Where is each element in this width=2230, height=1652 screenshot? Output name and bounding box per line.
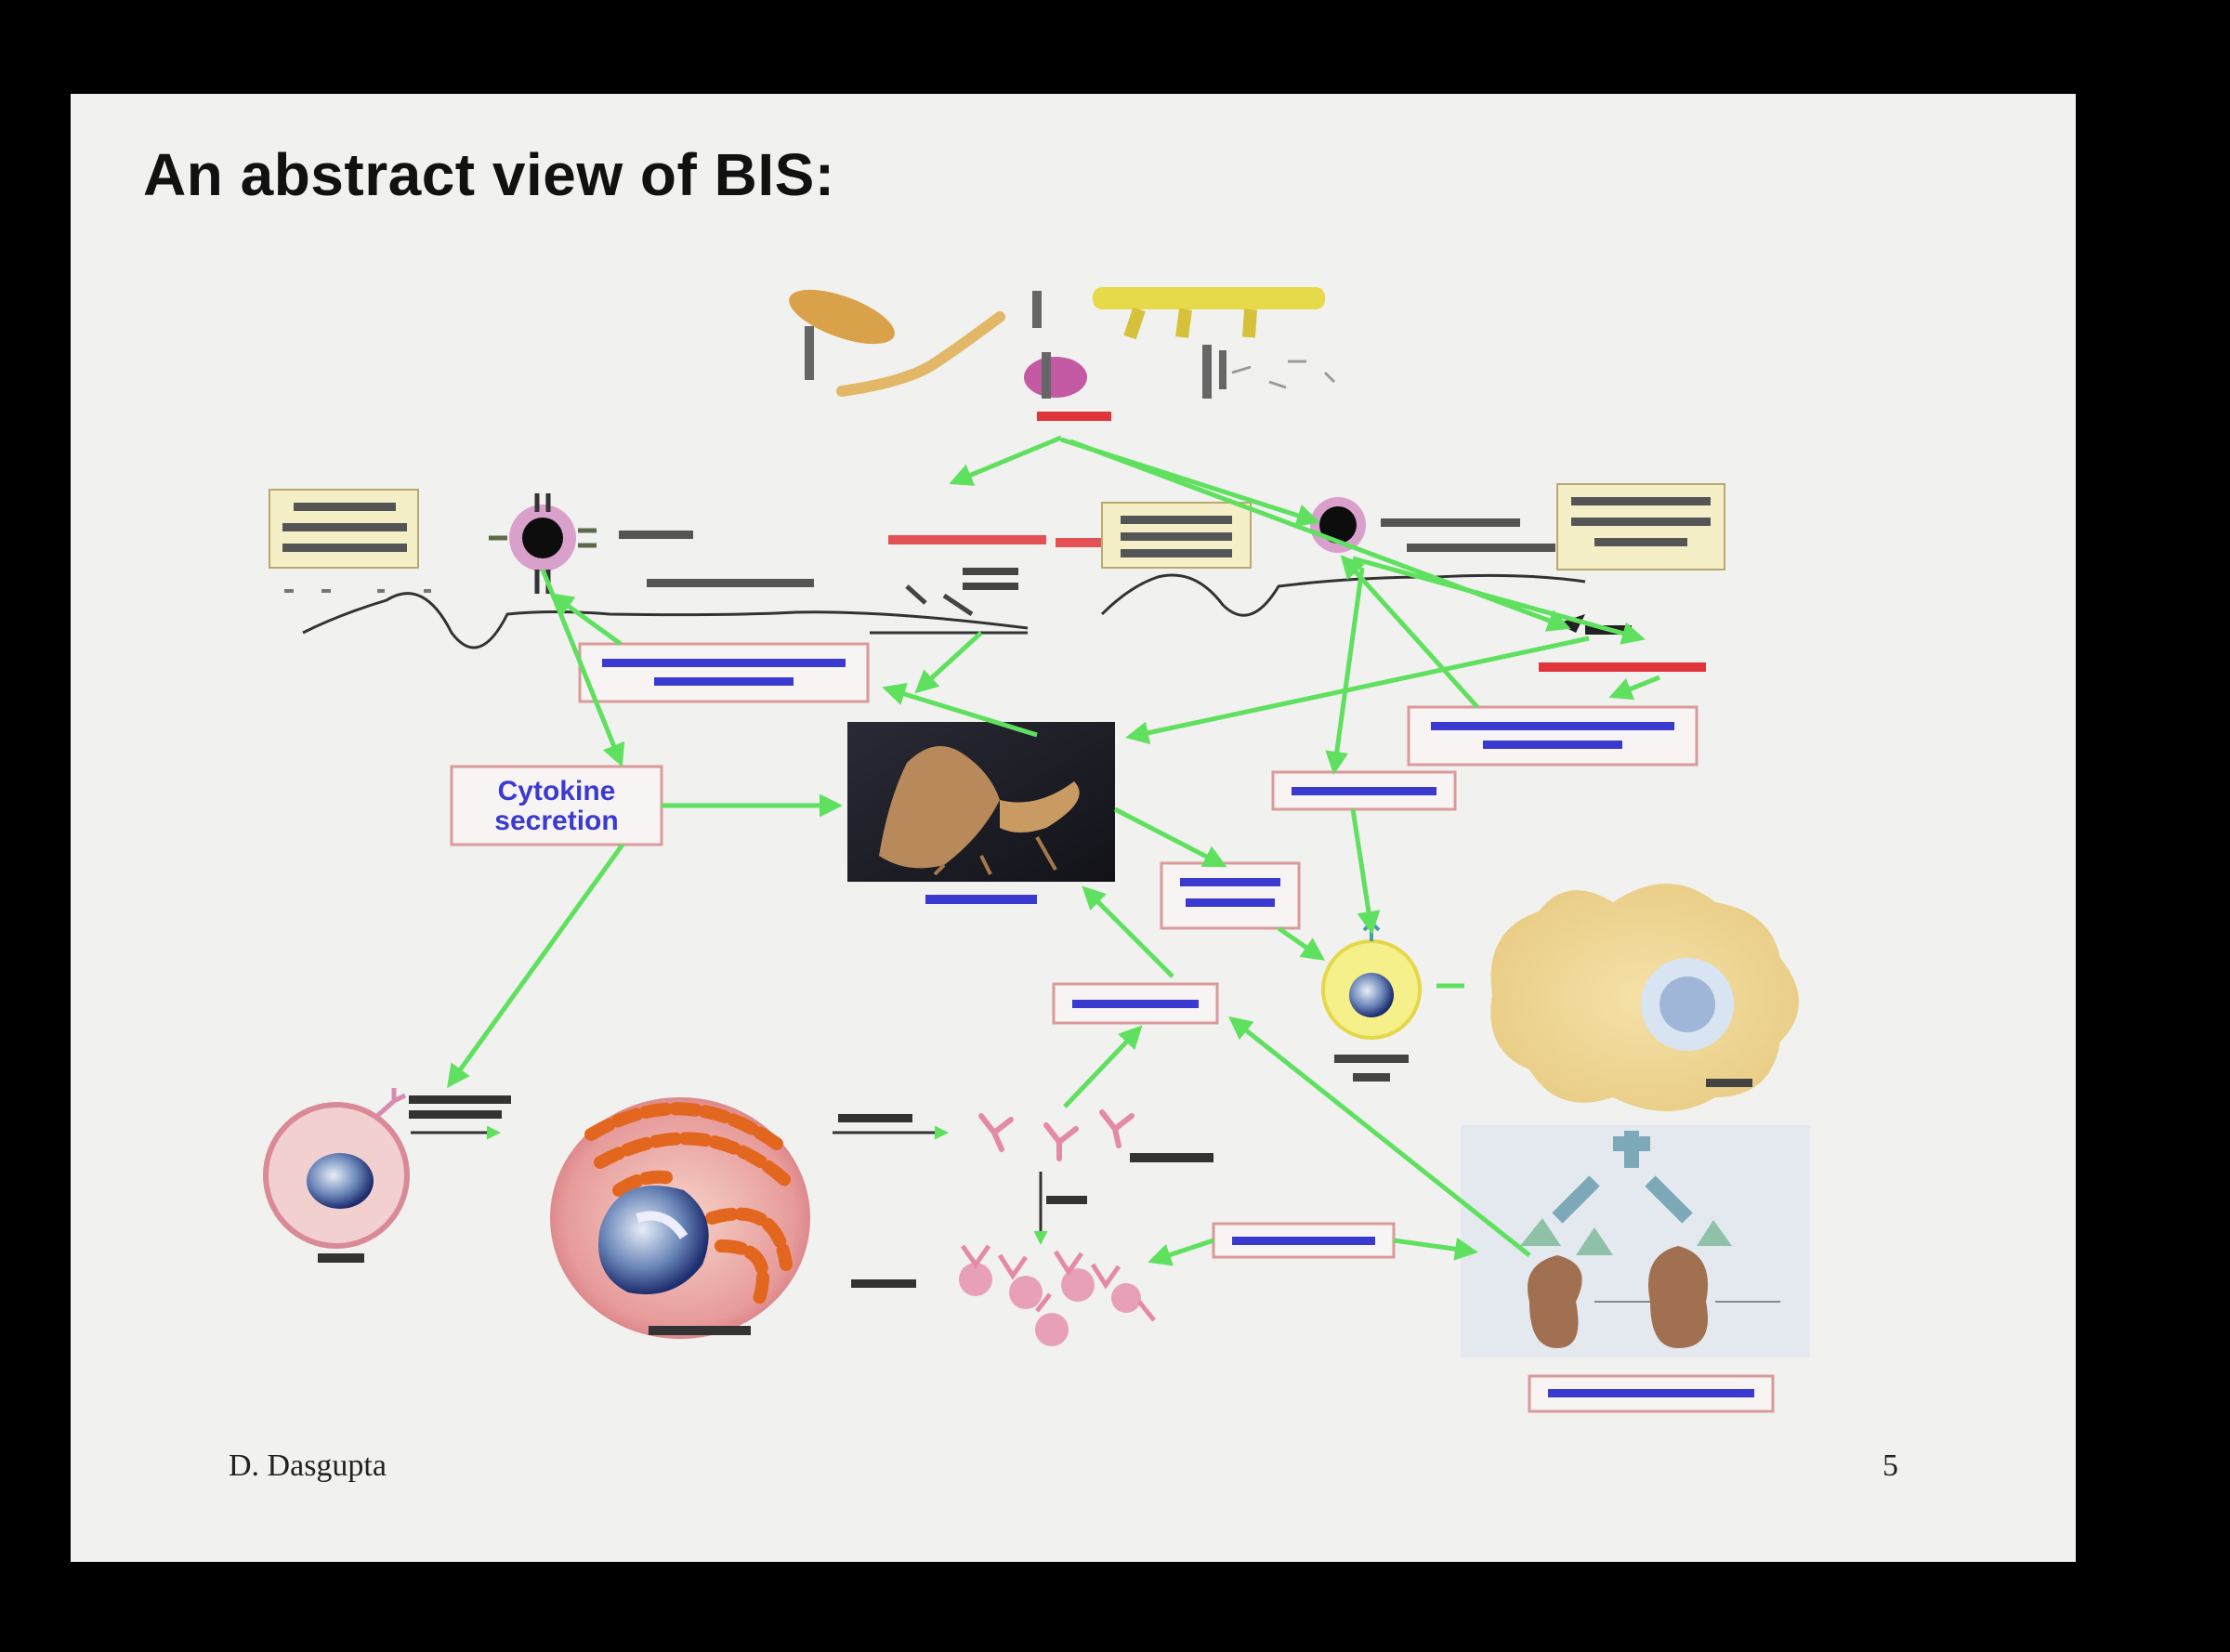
b-cell bbox=[263, 1088, 511, 1263]
fungus-stalks bbox=[1123, 307, 1257, 340]
footer-author: D. Dasgupta bbox=[229, 1449, 387, 1483]
cytokine-label-line1: Cytokine bbox=[498, 776, 616, 806]
page-number: 5 bbox=[1882, 1449, 1898, 1483]
antigen-processing-box-left bbox=[578, 642, 870, 703]
cytokine-secretion-box: Cytokine secretion bbox=[450, 765, 663, 846]
killing-reaction-box-bottom bbox=[1212, 1222, 1396, 1259]
antigen-label bbox=[1037, 412, 1111, 421]
virus-antibody-complex bbox=[851, 1244, 1156, 1346]
cytokine-label-line2: secretion bbox=[494, 806, 618, 836]
antigen-processing-box-right bbox=[1407, 705, 1699, 767]
helper-t-cell-region bbox=[269, 489, 1111, 649]
plasma-cell bbox=[550, 1097, 949, 1339]
fungus-bar bbox=[1093, 287, 1325, 309]
cytoplasmic-protein-note bbox=[1556, 483, 1725, 570]
apc-membrane-right bbox=[1100, 573, 1586, 617]
slide: An abstract view of BIS: bbox=[71, 94, 2076, 1562]
antigen-pictures bbox=[789, 287, 1336, 421]
antibodies bbox=[978, 1109, 1213, 1245]
cytotoxic-t-cell-lower bbox=[1321, 920, 1422, 1082]
bacterium-shape bbox=[789, 289, 895, 345]
label-boxes: Cytokine secretion bbox=[450, 642, 1775, 1413]
slide-title: An abstract view of BIS: bbox=[143, 141, 835, 208]
bloodline-reaction-box bbox=[1160, 861, 1301, 930]
apc-membrane-left bbox=[302, 592, 1029, 649]
bis-diagram: Cytokine secretion bbox=[263, 287, 1810, 1413]
endogenous-antigen-label bbox=[1539, 662, 1706, 672]
opsonization-box bbox=[1052, 982, 1219, 1025]
green-arrows bbox=[447, 435, 1660, 1266]
phagocytosis-image bbox=[847, 722, 1115, 904]
cytotoxic-t-cell-region bbox=[1100, 483, 1725, 672]
worm-shape bbox=[836, 311, 1005, 397]
complement-system-box bbox=[1528, 1374, 1775, 1413]
virus-shape bbox=[1024, 357, 1087, 398]
phagocytosis-label bbox=[925, 895, 1037, 904]
lysis-target-cell bbox=[1490, 884, 1799, 1111]
killing-reaction-box-top bbox=[1271, 770, 1457, 811]
complement-system-image bbox=[1461, 1125, 1810, 1357]
antigen-small-labels bbox=[805, 291, 1226, 399]
